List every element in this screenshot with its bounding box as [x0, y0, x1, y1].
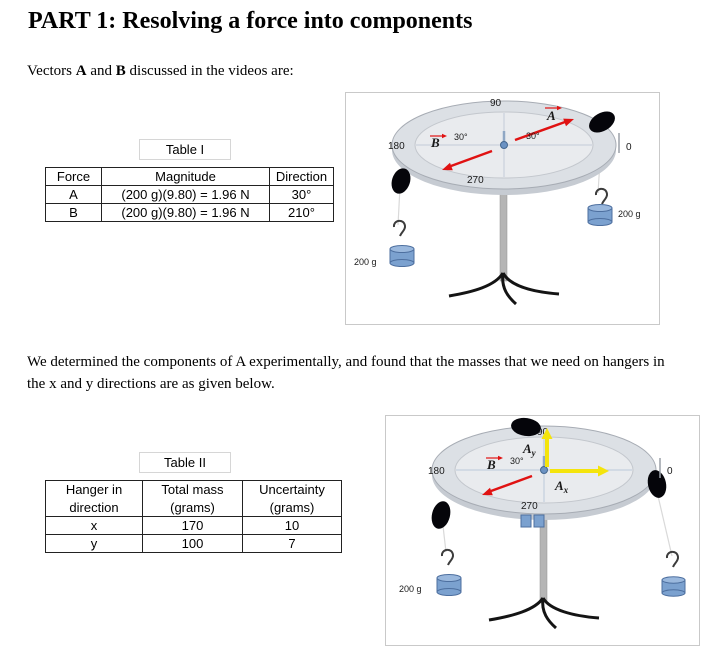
mass-left-label: 200 g: [399, 584, 422, 594]
degree-label-90: 90: [490, 98, 502, 109]
mass-left-label: 200 g: [354, 257, 377, 267]
ax-subscript: x: [563, 485, 569, 495]
table2-cell-direction-y: y: [45, 534, 143, 554]
table2-cell-uncertainty-x: 10: [242, 516, 342, 536]
vector-b-label: B: [430, 135, 440, 150]
vector-a-arrow: [514, 118, 574, 142]
components-paragraph: We determined the components of A experi…: [27, 354, 665, 392]
mass-hanger-right: [587, 187, 613, 226]
mass-hanger-right: [661, 550, 686, 597]
table2-row-y: y 100 7: [45, 534, 342, 554]
intro-text-post: discussed in the videos are:: [125, 63, 294, 79]
center-pin: [540, 456, 548, 474]
table2-header-hanger-line2: direction: [69, 499, 119, 515]
ay-subscript: y: [531, 448, 537, 458]
degree-label-0: 0: [626, 142, 632, 153]
table1-header-row: Force Magnitude Direction: [45, 167, 334, 186]
component-ax-arrow: [550, 465, 609, 477]
vector-b-name: B: [115, 63, 126, 79]
table-1: Force Magnitude Direction A (200 g)(9.80…: [45, 167, 334, 222]
table1-cell-direction-a: 30°: [269, 185, 334, 204]
mass-hanger-left: [389, 219, 415, 267]
table2-header-mass: Total mass (grams): [142, 479, 243, 518]
vector-a-overarrow: [545, 105, 562, 111]
vector-a-label: A: [546, 108, 556, 123]
figure-1: A 30° B 30° 90 180 270 0 200 g 200 g: [345, 92, 660, 325]
vector-b-overarrow: [486, 455, 503, 461]
vector-b-label: B: [486, 457, 496, 472]
page-title: PART 1: Resolving a force into component…: [28, 8, 473, 34]
ay-letter: A: [522, 441, 532, 456]
table2-header-hanger-line1: Hanger in: [65, 482, 123, 497]
mass-hanger-left: [436, 548, 462, 596]
intro-paragraph: Vectors A and B discussed in the videos …: [27, 61, 294, 83]
center-pin: [500, 131, 508, 149]
table2-header-row: Hanger in direction Total mass (grams) U…: [45, 479, 342, 518]
table2-header-hanger: Hanger in direction: [45, 479, 143, 518]
mass-right-label: 200 g: [618, 209, 641, 219]
table1-row-a: A (200 g)(9.80) = 1.96 N 30°: [45, 185, 334, 204]
vector-b-arrow: [482, 474, 533, 496]
force-table-diagram-2: 90 B 30° Ay Ax 180 270 0 200 g: [399, 417, 686, 630]
degree-label-180: 180: [428, 466, 445, 477]
table2-cell-direction-x: x: [45, 516, 143, 536]
table2-row-x: x 170 10: [45, 516, 342, 536]
intro-text-pre: Vectors: [27, 63, 76, 79]
table1-cell-magnitude-a: (200 g)(9.80) = 1.96 N: [101, 185, 270, 204]
table1-cell-force-b: B: [45, 203, 102, 222]
table1-caption: Table I: [139, 139, 231, 160]
table2-cell-uncertainty-y: 7: [242, 534, 342, 554]
stand: [448, 184, 560, 306]
pulley-icon: [391, 168, 411, 194]
degree-label-270: 270: [467, 175, 484, 186]
table2-cell-mass-x: 170: [142, 516, 243, 536]
component-ax-label: Ax: [554, 478, 569, 495]
pulley-icon: [431, 501, 451, 529]
vector-b-arrow: [442, 149, 493, 171]
angle-a-label: 30°: [526, 131, 540, 141]
center-masses: [520, 514, 545, 528]
stand: [488, 509, 600, 630]
table-2: Hanger in direction Total mass (grams) U…: [45, 479, 342, 554]
strings: [442, 495, 673, 557]
table1-caption-label: Table I: [165, 142, 205, 157]
force-table-diagram-1: A 30° B 30° 90 180 270 0 200 g 200 g: [354, 98, 641, 306]
pulley-icon: [589, 111, 615, 133]
angle-b-label: 30°: [454, 132, 468, 142]
vector-b-overarrow: [430, 133, 447, 139]
degree-label-0: 0: [667, 466, 673, 477]
table1-header-magnitude: Magnitude: [101, 167, 270, 186]
table1-row-b: B (200 g)(9.80) = 1.96 N 210°: [45, 203, 334, 222]
table2-cell-mass-y: 100: [142, 534, 243, 554]
table1-cell-magnitude-b: (200 g)(9.80) = 1.96 N: [101, 203, 270, 222]
table1-header-force: Force: [45, 167, 102, 186]
table2-header-uncertainty-line2: (grams): [269, 499, 315, 515]
ax-letter: A: [554, 478, 564, 493]
table1-cell-force-a: A: [45, 185, 102, 204]
component-ay-arrow: [541, 428, 553, 467]
degree-label-180: 180: [388, 141, 405, 152]
table1-header-direction: Direction: [269, 167, 334, 186]
table2-header-uncertainty-line1: Uncertainty: [259, 482, 325, 497]
figure-2: 90 B 30° Ay Ax 180 270 0 200 g: [385, 415, 700, 646]
table2-caption: Table II: [139, 452, 231, 473]
degree-label-90: 90: [537, 427, 549, 438]
table2-caption-label: Table II: [164, 455, 206, 470]
intro-text-mid: and: [86, 63, 116, 79]
table1-cell-direction-b: 210°: [269, 203, 334, 222]
angle-b-label: 30°: [510, 456, 524, 466]
component-ay-label: Ay: [522, 441, 537, 458]
pulley-icon: [647, 470, 667, 498]
table2-header-mass-line1: Total mass: [161, 482, 224, 497]
degree-label-270: 270: [521, 501, 538, 512]
vector-a-name: A: [75, 63, 87, 79]
table2-header-mass-line2: (grams): [170, 499, 215, 515]
pulley-icon: [511, 417, 541, 437]
table2-header-uncertainty: Uncertainty (grams): [242, 479, 342, 518]
